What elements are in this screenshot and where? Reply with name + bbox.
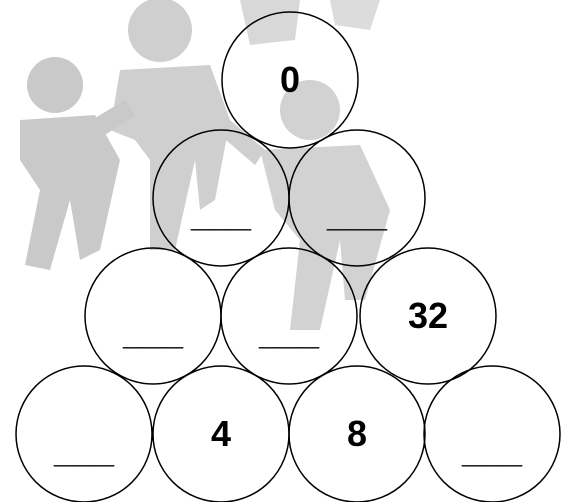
number-pyramid: 0 ___ ___ ___ ___ 32 ___ 4 8 ___: [16, 12, 560, 502]
pyramid-cell-blank: ___: [122, 311, 184, 352]
pyramid-cell-value: 32: [408, 295, 448, 336]
pyramid-cell-value: 4: [211, 413, 231, 454]
pyramid-cell: ___: [16, 366, 152, 502]
pyramid-cell: ___: [221, 248, 357, 384]
pyramid-cell-blank: ___: [461, 429, 523, 470]
pyramid-cell: 32: [360, 248, 496, 384]
pyramid-cell-blank: ___: [190, 193, 252, 234]
pyramid-cell: ___: [85, 248, 221, 384]
pyramid-cell: ___: [424, 366, 560, 502]
pyramid-cell-blank: ___: [53, 429, 115, 470]
people-holding-hands-icon: [20, 0, 390, 330]
pyramid-cell-blank: ___: [326, 193, 388, 234]
pyramid-cell-value: 8: [347, 413, 367, 454]
pyramid-cell: 8: [289, 366, 425, 502]
pyramid-cell-blank: ___: [258, 311, 320, 352]
pyramid-cell-value: 0: [280, 59, 300, 100]
pyramid-cell: 4: [153, 366, 289, 502]
